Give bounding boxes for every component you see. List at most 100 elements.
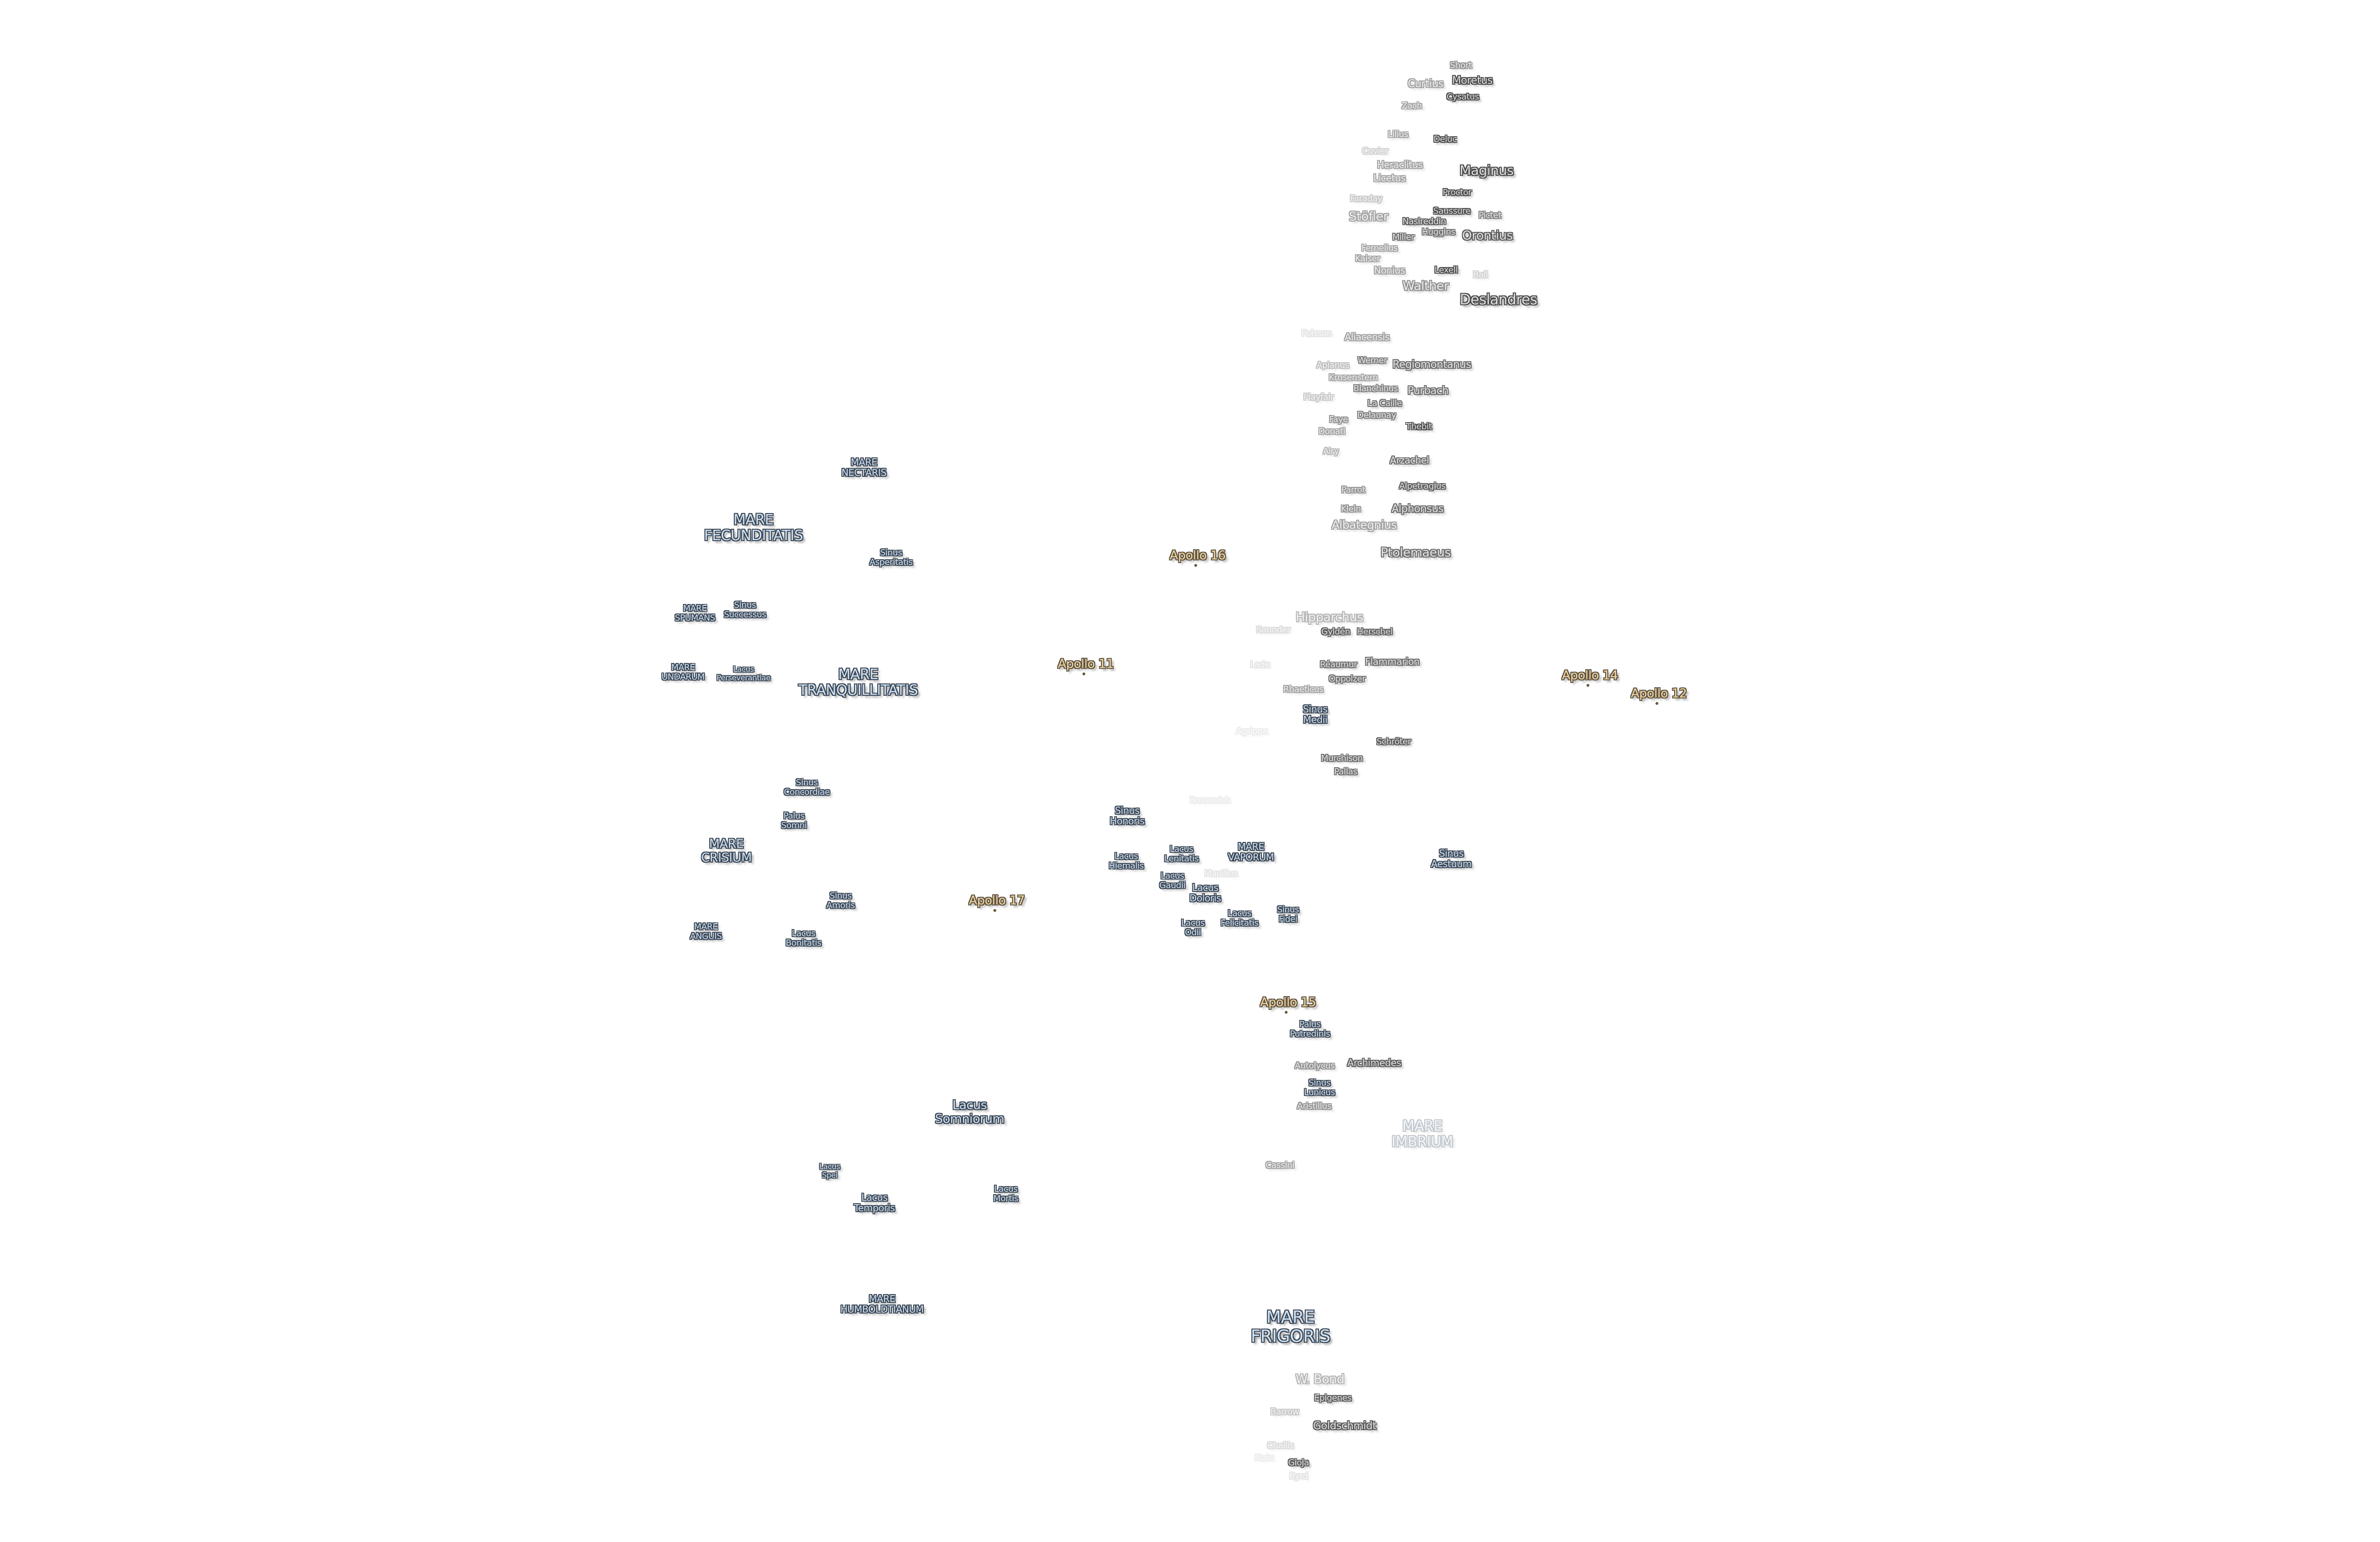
crater-label: Regiomontanus <box>1392 358 1471 371</box>
crater-label: Curtius <box>1408 78 1444 90</box>
crater-label: Walther <box>1402 279 1449 294</box>
crater-label: Apianus <box>1316 360 1349 371</box>
crater-label: Heraclitus <box>1377 159 1423 170</box>
landing-site-marker-icon <box>1587 684 1589 687</box>
mare-label: MARE UNDARUM <box>661 662 705 682</box>
mare-label: Sinus Medii <box>1303 703 1328 725</box>
landing-site-marker-icon <box>1285 1011 1288 1014</box>
crater-label: Cysatus <box>1447 92 1479 102</box>
crater-label: Ball <box>1473 270 1488 280</box>
apollo-label: Apollo 17 <box>969 893 1025 908</box>
crater-label: Proctor <box>1442 188 1472 198</box>
crater-label: Réaumur <box>1319 660 1358 670</box>
crater-label: Alpetragius <box>1399 481 1446 492</box>
crater-label: Goldschmidt <box>1313 1420 1377 1432</box>
crater-label: Blanchinus <box>1353 384 1398 394</box>
crater-label: Stöfler <box>1349 209 1388 224</box>
crater-label: Murchison <box>1321 753 1363 764</box>
crater-label: Main <box>1254 1453 1274 1463</box>
crater-label: Kaiser <box>1355 254 1380 264</box>
crater-label: Autolycus <box>1295 1061 1335 1071</box>
crater-label: Lexell <box>1434 265 1458 276</box>
crater-label: Oppolzer <box>1329 674 1366 684</box>
mare-label: Lacus Bonitatis <box>785 929 822 948</box>
crater-label: Alphonsus <box>1391 503 1444 515</box>
mare-label: Sinus Asperitatis <box>869 548 913 567</box>
crater-label: Barrow <box>1270 1407 1299 1417</box>
crater-label: Nasireddin <box>1402 217 1446 227</box>
mare-label: MARE FECUNDITATIS <box>704 512 803 544</box>
crater-label: Licetus <box>1373 172 1406 184</box>
crater-label: Poisson <box>1301 328 1332 339</box>
crater-label: Herschel <box>1357 627 1393 637</box>
mare-label: Lacus Perseverantiae <box>716 664 771 682</box>
crater-label: Cuvier <box>1362 146 1388 157</box>
crater-label: Hipparchus <box>1296 610 1363 625</box>
mare-label: Lacus Spei <box>819 1162 840 1179</box>
crater-label: Lade <box>1250 660 1270 670</box>
mare-label: MARE SPUMANS <box>674 603 715 623</box>
crater-label: Short <box>1450 60 1472 71</box>
mare-label: Lacus Gaudii <box>1159 871 1186 890</box>
apollo-label: Apollo 12 <box>1631 686 1687 701</box>
crater-label: Purbach <box>1408 385 1448 397</box>
crater-label: Lilius <box>1388 129 1408 140</box>
crater-label: Maginus <box>1459 162 1514 178</box>
crater-label: Zach <box>1401 101 1422 111</box>
crater-label: Byrd <box>1289 1471 1308 1482</box>
mare-label: Sinus Concordiae <box>783 778 830 797</box>
mare-label: Lacus Doloris <box>1189 882 1221 904</box>
mare-label: Lacus Lenitatis <box>1164 844 1199 864</box>
landing-site-marker-icon <box>993 909 996 912</box>
crater-label: Albategnius <box>1331 518 1397 532</box>
landing-site-marker-icon <box>1194 564 1197 567</box>
mare-label: MARE CRISIUM <box>701 837 752 865</box>
crater-label: Pictet <box>1478 210 1501 221</box>
crater-label: Nonius <box>1374 265 1405 276</box>
apollo-label: Apollo 14 <box>1562 668 1618 683</box>
mare-label: Sinus Lunicus <box>1304 1078 1335 1097</box>
crater-label: Moretus <box>1452 74 1493 87</box>
mare-label: Lacus Mortis <box>993 1184 1019 1204</box>
crater-label: Airy <box>1323 446 1339 457</box>
mare-label: Lacus Hiemalis <box>1109 851 1144 871</box>
crater-label: Challis <box>1267 1441 1294 1451</box>
crater-label: Cassini <box>1265 1160 1295 1171</box>
crater-label: Manilius <box>1204 869 1238 879</box>
crater-label: Rhaeticus <box>1283 684 1324 695</box>
mare-label: Sinus Successus <box>724 600 766 620</box>
mare-label: Sinus Aestuum <box>1431 848 1472 870</box>
crater-label: La Caille <box>1368 398 1402 409</box>
crater-label: Ptolemaeus <box>1380 545 1451 560</box>
mare-label: MARE VAPORUM <box>1228 841 1274 863</box>
mare-label: MARE NECTARIS <box>841 456 887 478</box>
mare-label: Sinus Honoris <box>1110 805 1145 827</box>
mare-label: Lacus Somniorum <box>935 1098 1004 1126</box>
apollo-label: Apollo 16 <box>1170 548 1226 563</box>
crater-label: Gyldén <box>1321 627 1350 637</box>
crater-label: W. Bond <box>1295 1372 1345 1387</box>
crater-label: Werner <box>1358 356 1387 366</box>
crater-label: Archimedes <box>1347 1057 1401 1068</box>
crater-label: Saussure <box>1433 206 1471 217</box>
crater-label: Gioja <box>1288 1458 1309 1468</box>
crater-label: Klein <box>1341 504 1361 514</box>
mare-label: Lacus Odii <box>1181 918 1205 938</box>
landing-site-marker-icon <box>1656 702 1658 705</box>
crater-label: Faye <box>1329 415 1348 425</box>
crater-label: Faraday <box>1350 194 1382 204</box>
crater-label: Thebit <box>1406 422 1432 432</box>
crater-label: Schröter <box>1376 737 1411 747</box>
mare-label: Sinus Amoris <box>826 891 855 910</box>
mare-label: MARE IMBRIUM <box>1391 1118 1453 1150</box>
crater-label: Huggins <box>1421 227 1456 237</box>
crater-label: Deslandres <box>1459 291 1537 308</box>
crater-label: Flammarion <box>1365 656 1420 667</box>
crater-label: Aristillus <box>1297 1101 1331 1112</box>
crater-label: Arzachel <box>1389 455 1429 466</box>
crater-label: Saunder <box>1256 625 1290 635</box>
apollo-label: Apollo 11 <box>1058 657 1114 672</box>
mare-label: MARE ANGUIS <box>690 922 722 941</box>
mare-label: MARE FRIGORIS <box>1250 1307 1330 1346</box>
crater-label: Boscovich <box>1189 795 1231 806</box>
